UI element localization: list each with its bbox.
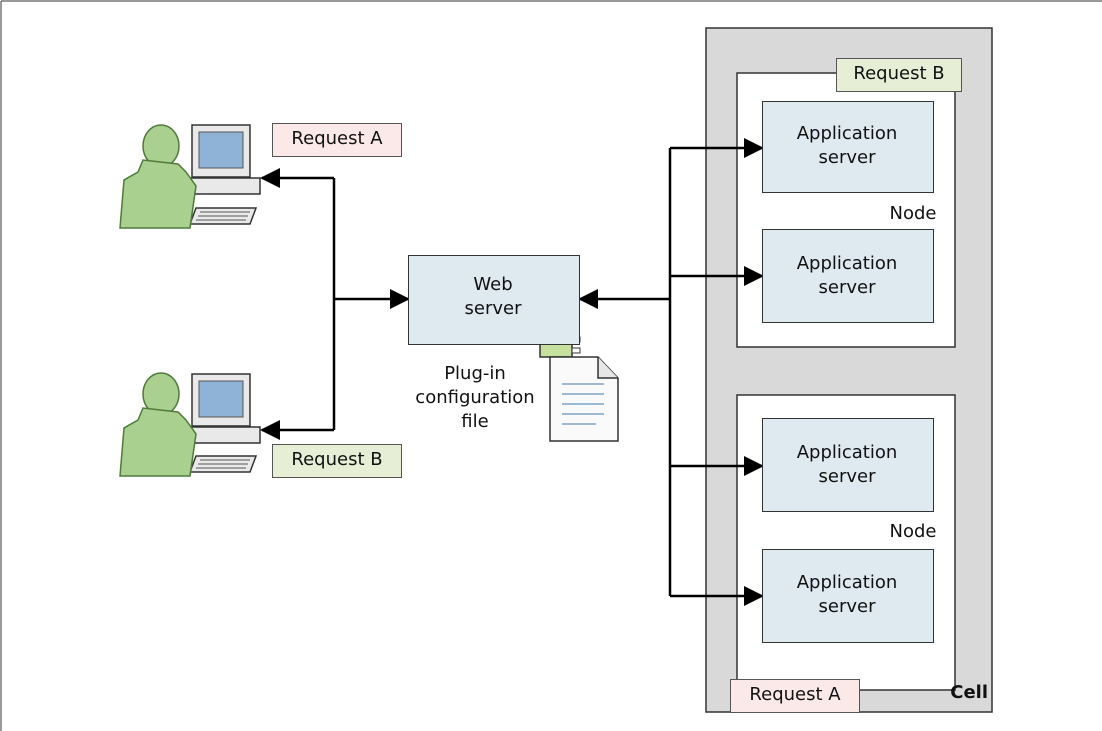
client-computer-icon <box>187 373 261 473</box>
person-icon <box>119 372 197 477</box>
cell-label: Cell <box>950 682 988 703</box>
client-computer-icon <box>187 124 261 225</box>
node-label: Node <box>889 203 937 224</box>
node-request-tag: Request B <box>836 58 962 92</box>
client-request-tag-a: Request A <box>272 123 402 157</box>
application-server-box <box>762 101 934 193</box>
application-server-label: Application server <box>796 572 898 617</box>
application-server-box <box>762 549 934 643</box>
web-server-label: Web server <box>464 274 522 319</box>
web-server-box <box>408 255 580 345</box>
client-request-tag-b: Request B <box>272 444 402 478</box>
node-label: Node <box>889 521 937 542</box>
config-file-icon <box>549 356 619 442</box>
plugin-config-label: Plug-in configuration file <box>415 363 535 432</box>
client-connectors <box>260 168 410 440</box>
application-server-label: Application server <box>796 123 898 168</box>
application-server-box <box>762 418 934 512</box>
server-connectors <box>578 138 764 606</box>
application-server-label: Application server <box>796 253 898 298</box>
application-server-box <box>762 229 934 323</box>
application-server-label: Application server <box>796 442 898 487</box>
person-icon <box>119 124 197 229</box>
node-request-tag: Request A <box>730 679 860 713</box>
